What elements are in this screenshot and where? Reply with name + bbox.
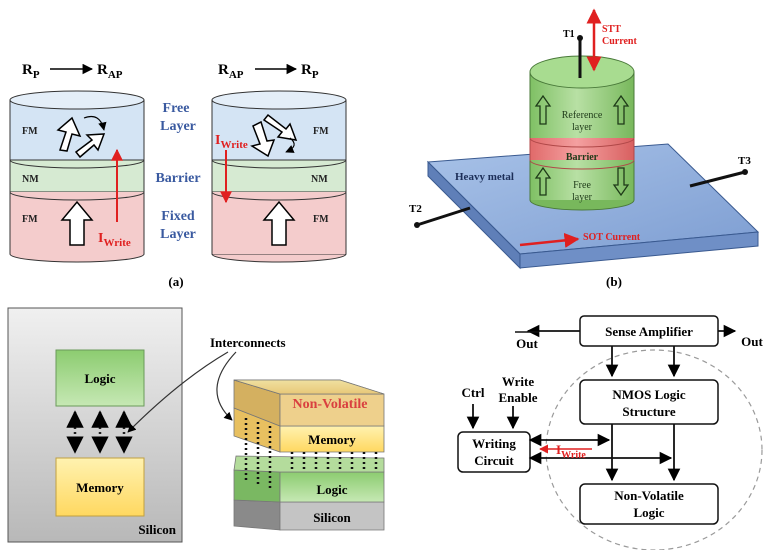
svg-text:RAP: RAP	[97, 62, 123, 81]
svg-text:RP: RP	[301, 62, 319, 81]
fm-label: FM	[22, 214, 38, 225]
out-label: Out	[741, 334, 763, 349]
logic-block-2d	[55, 349, 145, 407]
mtj-pillar	[529, 55, 635, 211]
panel-a: RP RAP RAP RP	[9, 62, 347, 289]
barrier-label-b: Barrier	[566, 152, 599, 163]
up-arrow-icon	[534, 94, 552, 125]
nmos-logic-box	[579, 379, 719, 425]
memory-block-2d	[55, 457, 145, 517]
t3-terminal	[742, 169, 748, 175]
stt-label-1: STT	[602, 24, 621, 35]
nm-label: NM	[311, 174, 328, 185]
free-arrow-icon	[74, 133, 106, 159]
barrier-label: Barrier	[155, 171, 200, 186]
memory-label-2d: Memory	[76, 480, 124, 495]
t3-wire	[689, 170, 746, 188]
nv-logic-label-2: Logic	[633, 505, 664, 520]
interconnect-pointer	[216, 351, 237, 421]
panel-b: T2 T3 Heavy metal SOT Current T1 STT Cur…	[409, 8, 760, 289]
nv-logic-box	[579, 483, 719, 525]
write-enable-label-1: Write	[502, 374, 534, 389]
caption-b: (b)	[606, 274, 622, 289]
t2-terminal	[414, 222, 420, 228]
sense-amplifier-label: Sense Amplifier	[605, 324, 693, 339]
iwrite-label-d: IWrite	[556, 442, 586, 461]
t2-label: T2	[409, 203, 422, 215]
fm-label: FM	[313, 126, 329, 137]
iwrite-label-left: IWrite	[98, 231, 131, 249]
stt-label-2: Current	[602, 36, 637, 47]
fixed-up-arrow-icon	[262, 200, 296, 246]
reference-layer-label-2: layer	[572, 122, 593, 133]
writing-circuit-label-1: Writing	[472, 436, 516, 451]
interconnect-pointer	[127, 351, 229, 433]
logic-label-3d: Logic	[316, 482, 347, 497]
silicon-label-2d: Silicon	[138, 522, 176, 537]
t1-terminal	[577, 35, 583, 41]
free-arrow-icon	[56, 116, 82, 152]
nv-logic-label-1: Non-Volatile	[614, 488, 684, 503]
sot-current-arrow	[519, 232, 580, 248]
free-layer-label-b1: Free	[573, 180, 591, 191]
out-bar-label: Out	[516, 336, 538, 351]
silicon-label-3d: Silicon	[313, 510, 351, 525]
logic-label-2d: Logic	[84, 371, 115, 386]
magnetization-arrows-right	[250, 113, 298, 246]
fixed-up-arrow-icon	[60, 200, 94, 246]
nmos-label-2: Structure	[622, 404, 675, 419]
fm-label: FM	[22, 126, 38, 137]
sot-current-label: SOT Current	[583, 232, 641, 243]
t2-wire	[416, 206, 471, 227]
caption-a: (a)	[168, 274, 183, 289]
interconnects-2d	[66, 410, 133, 454]
up-arrow-icon	[534, 166, 552, 196]
write-enable-label-2: Enable	[498, 390, 537, 405]
non-volatile-label: Non-Volatile	[293, 397, 368, 412]
panel-c: Silicon Logic Memory Interconnects	[7, 307, 385, 543]
fm-label: FM	[313, 214, 329, 225]
svg-text:RP: RP	[22, 62, 40, 81]
down-arrow-icon	[612, 167, 630, 197]
left-transition-label: RP RAP	[22, 62, 123, 81]
up-arrow-icon	[612, 94, 630, 125]
free-layer-label-1: Free	[163, 101, 190, 116]
t3-label: T3	[738, 155, 751, 167]
heavy-metal-label: Heavy metal	[455, 171, 514, 183]
ctrl-label: Ctrl	[461, 385, 484, 400]
panel-d: Sense Amplifier Out Out NMOS Logic Struc…	[457, 315, 764, 550]
reference-layer-label-1: Reference	[562, 110, 603, 121]
free-arrow-icon	[250, 120, 276, 158]
free-arrow-icon	[262, 113, 298, 141]
interconnects-3d	[244, 418, 378, 488]
iwrite-label-right: IWrite	[215, 133, 248, 151]
svg-text:RAP: RAP	[218, 62, 244, 81]
free-layer-label-2: Layer	[160, 119, 196, 134]
memory-label-3d: Memory	[308, 432, 356, 447]
nm-label: NM	[22, 174, 39, 185]
free-layer-label-b2: layer	[572, 192, 593, 203]
fixed-layer-label-1: Fixed	[161, 209, 195, 224]
fixed-layer-label-2: Layer	[160, 227, 196, 242]
interconnects-label: Interconnects	[210, 335, 286, 350]
nmos-label-1: NMOS Logic	[612, 387, 686, 402]
writing-circuit-label-2: Circuit	[474, 453, 514, 468]
magnetization-arrows-left	[56, 115, 107, 246]
right-transition-label: RAP RP	[218, 62, 319, 81]
t1-label: T1	[563, 29, 575, 40]
